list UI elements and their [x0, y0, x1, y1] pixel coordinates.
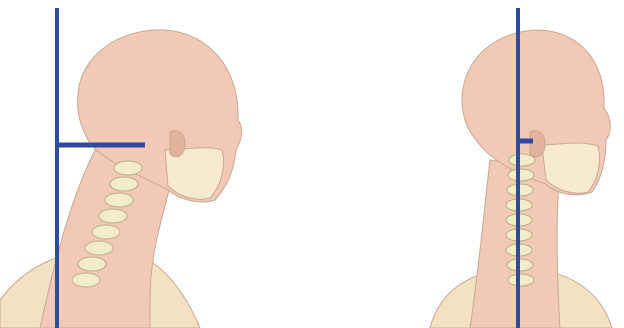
forward-head-figure: [0, 8, 242, 328]
left-ear: [170, 131, 185, 157]
aligned-figure: [430, 8, 612, 328]
right-cervical-spine: [506, 154, 535, 286]
right-ear: [530, 131, 545, 157]
